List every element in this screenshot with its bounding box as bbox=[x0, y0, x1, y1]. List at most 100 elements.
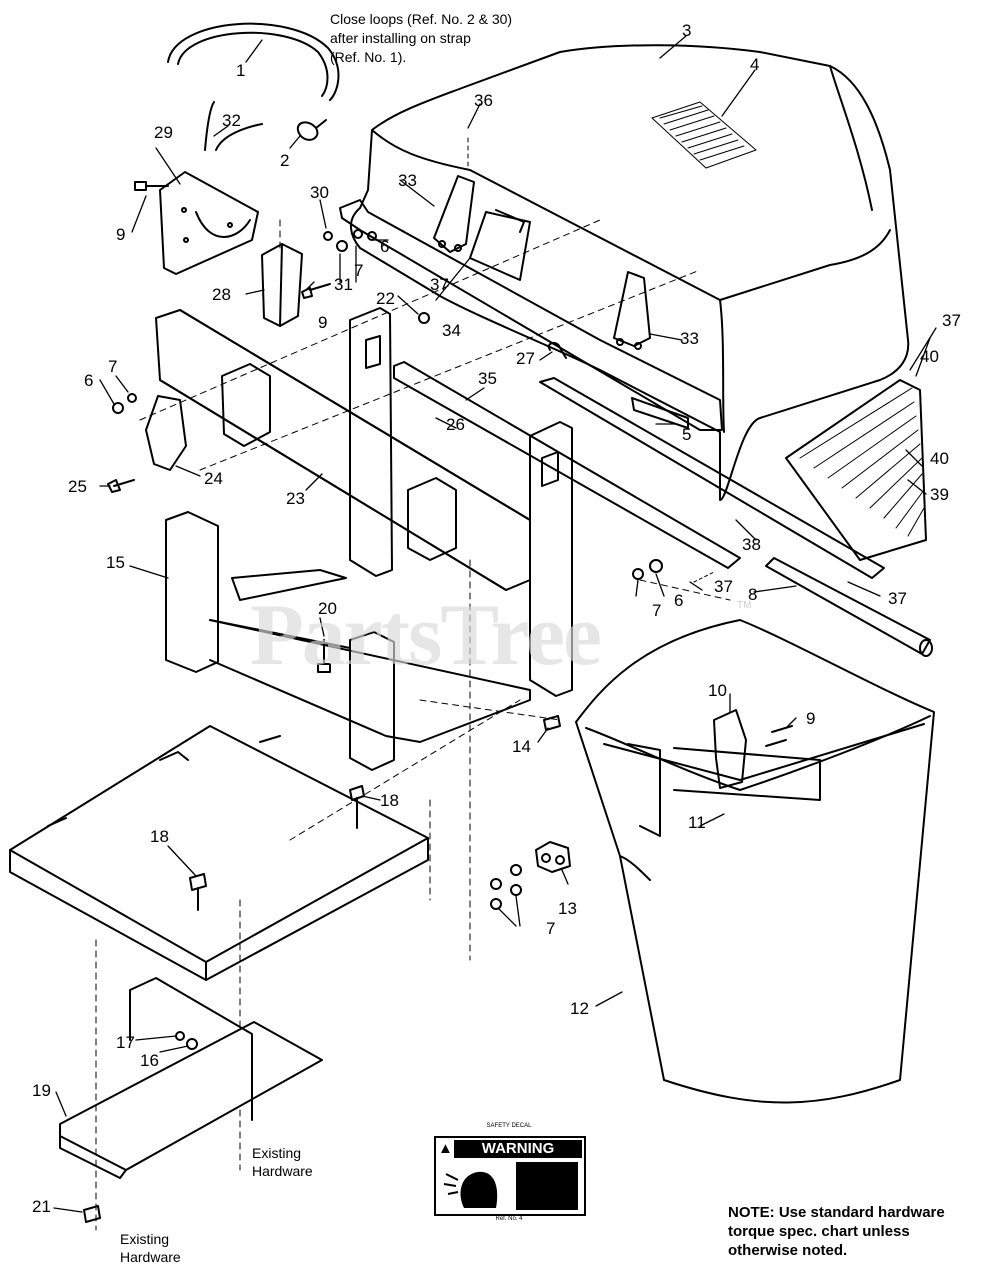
top-note-line: Close loops (Ref. No. 2 & 30) bbox=[330, 11, 513, 27]
callout-37: 37 bbox=[888, 589, 907, 608]
latch-part-5 bbox=[631, 397, 689, 429]
nut-part-6d bbox=[490, 878, 502, 890]
callout-12: 12 bbox=[570, 999, 589, 1018]
pin-part-27 bbox=[547, 342, 567, 359]
upright-part-26b bbox=[529, 421, 573, 697]
callout-6: 6 bbox=[84, 371, 94, 390]
callout-15: 15 bbox=[106, 553, 125, 572]
callout-8: 8 bbox=[748, 585, 758, 604]
bar-part-35 bbox=[393, 361, 741, 569]
callout-18: 18 bbox=[380, 791, 399, 810]
nut-part-17 bbox=[175, 1031, 185, 1041]
callout-33: 33 bbox=[680, 329, 699, 348]
callout-7: 7 bbox=[108, 357, 118, 376]
clip-part-30 bbox=[323, 231, 333, 241]
callout-18: 18 bbox=[150, 827, 169, 846]
hardware-word: Hardware bbox=[252, 1163, 313, 1179]
callout-6: 6 bbox=[674, 591, 684, 610]
bolt-part-9b bbox=[301, 283, 331, 299]
bolt-part-25 bbox=[107, 479, 135, 493]
callout-9: 9 bbox=[806, 709, 816, 728]
callout-33: 33 bbox=[398, 171, 417, 190]
strap-part-1 bbox=[167, 22, 340, 101]
bin-part-12 bbox=[575, 619, 935, 1104]
bracket-part-10 bbox=[713, 709, 747, 789]
callout-13: 13 bbox=[558, 899, 577, 918]
decal-heading: SAFETY DECAL bbox=[486, 1123, 532, 1129]
callout-23: 23 bbox=[286, 489, 305, 508]
washer-part-31 bbox=[336, 240, 348, 252]
decal-warning-text: WARNING bbox=[454, 1140, 582, 1158]
bolt-part-14 bbox=[543, 715, 561, 731]
callout-17: 17 bbox=[116, 1033, 135, 1052]
callout-29: 29 bbox=[154, 123, 173, 142]
bracket-part-24 bbox=[145, 395, 187, 471]
callout-7: 7 bbox=[546, 919, 556, 938]
callout-16: 16 bbox=[140, 1051, 159, 1070]
existing-hardware-label-lower: Existing Hardware bbox=[120, 1230, 181, 1266]
tube-part-8 bbox=[765, 557, 933, 657]
decal-part-4 bbox=[651, 101, 757, 169]
callout-34: 34 bbox=[442, 321, 461, 340]
nut-part-22 bbox=[418, 312, 430, 324]
decal-ref: Ref. No. 4 bbox=[495, 1216, 523, 1222]
top-note: Close loops (Ref. No. 2 & 30) after inst… bbox=[330, 10, 512, 67]
callout-32: 32 bbox=[222, 111, 241, 130]
callout-2: 2 bbox=[280, 151, 290, 170]
washer-part-21 bbox=[83, 1205, 101, 1223]
callout-35: 35 bbox=[478, 369, 497, 388]
decal-hand-icon bbox=[442, 1162, 512, 1210]
bottom-note-line: NOTE: Use standard hardware bbox=[728, 1204, 945, 1221]
plate-part-29 bbox=[159, 171, 259, 275]
rod-part-38 bbox=[539, 377, 885, 579]
bottom-note-line: torque spec. chart unless bbox=[728, 1223, 910, 1240]
callout-40: 40 bbox=[920, 347, 939, 366]
callout-19: 19 bbox=[32, 1081, 51, 1100]
decal-text-block bbox=[516, 1162, 578, 1210]
callout-28: 28 bbox=[212, 285, 231, 304]
washer-part-7b bbox=[127, 393, 137, 403]
callout-3: 3 bbox=[682, 21, 692, 40]
callout-5: 5 bbox=[682, 425, 692, 444]
callout-39: 39 bbox=[930, 485, 949, 504]
bolt-part-18b bbox=[189, 873, 207, 911]
upright-part-26a bbox=[349, 307, 393, 577]
flap-part-34 bbox=[469, 211, 531, 281]
callout-6: 6 bbox=[380, 237, 390, 256]
existing-word: Existing bbox=[120, 1231, 170, 1247]
washer-part-7c bbox=[632, 568, 644, 580]
hardware-word: Hardware bbox=[120, 1249, 181, 1265]
nut-part-6b bbox=[112, 402, 124, 414]
tube-part-32 bbox=[204, 101, 263, 151]
hinge-part-33a bbox=[433, 175, 475, 253]
bottom-note-line: otherwise noted. bbox=[728, 1242, 848, 1259]
base-frame-part-15 bbox=[165, 511, 531, 771]
nut-part-6c bbox=[649, 559, 663, 573]
warning-triangle-icon: ▲ bbox=[438, 1140, 453, 1157]
top-note-line: after installing on strap bbox=[330, 30, 471, 46]
handle-part-11 bbox=[627, 743, 821, 837]
hood-part-3 bbox=[339, 44, 910, 501]
callout-22: 22 bbox=[376, 289, 395, 308]
existing-hardware-label-upper: Existing Hardware bbox=[252, 1144, 313, 1180]
callout-7: 7 bbox=[354, 261, 364, 280]
bolt-part-9a bbox=[134, 181, 169, 191]
callout-21: 21 bbox=[32, 1197, 51, 1216]
callout-37: 37 bbox=[714, 577, 733, 596]
latch-part-13 bbox=[535, 841, 571, 873]
bracket-part-19 bbox=[59, 977, 323, 1179]
callout-1: 1 bbox=[236, 61, 246, 80]
washer-part-16 bbox=[186, 1038, 198, 1050]
top-note-line: (Ref. No. 1). bbox=[330, 49, 407, 65]
existing-word: Existing bbox=[252, 1145, 302, 1161]
decal-box: ▲ WARNING bbox=[434, 1136, 586, 1216]
bracket-part-28 bbox=[261, 243, 303, 327]
callout-38: 38 bbox=[742, 535, 761, 554]
screen-part-39 bbox=[785, 379, 927, 561]
bottom-note: NOTE: Use standard hardware torque spec.… bbox=[728, 1203, 945, 1260]
frame-part-23 bbox=[155, 309, 531, 591]
callout-37: 37 bbox=[430, 275, 449, 294]
callout-26: 26 bbox=[446, 415, 465, 434]
safety-decal: SAFETY DECAL ▲ WARNING Ref. No. 4 bbox=[434, 1122, 586, 1227]
